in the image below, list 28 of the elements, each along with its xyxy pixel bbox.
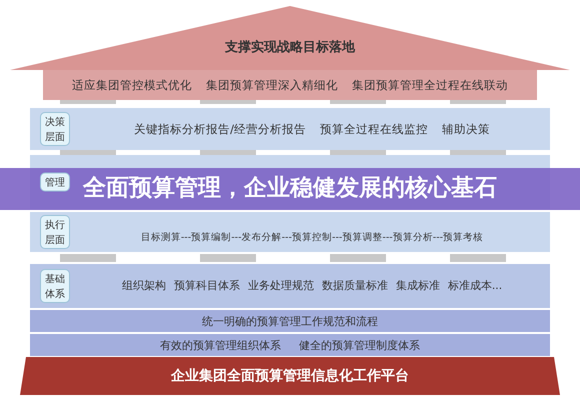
level-tag: 决策层面 [40, 112, 70, 146]
roof-title: 支撑实现战略目标落地 [225, 38, 355, 56]
foundation-item: 集成标准 [396, 279, 440, 293]
goal-text: 适应集团管控模式优化 [72, 78, 192, 92]
level-tag: 基础体系 [40, 269, 70, 303]
decision-item: 关键指标分析报告/经营分析报告 [134, 122, 306, 136]
foundation-item: 标准成本... [448, 279, 502, 293]
level-tag: 管理 [40, 172, 70, 192]
foundation-item: 业务处理规范 [248, 279, 314, 293]
goal-text: 集团预算管理深入精细化 [206, 78, 338, 92]
level-tag: 执行层面 [40, 215, 70, 249]
foundation-item: 数据质量标准 [322, 279, 388, 293]
layer-band [43, 70, 537, 100]
layer-band [30, 108, 550, 150]
foundation-item: 预算科目体系 [174, 279, 240, 293]
execution-flow-text: 目标测算---预算编制---发布分解---预算控制---预算调整---预算分析---预算考核 [140, 231, 484, 244]
decision-item: 预算全过程在线监控 [320, 122, 428, 136]
band-text: 有效的预算管理组织体系 [160, 338, 281, 352]
goal-text: 集团预算管理全过程在线联动 [352, 78, 508, 92]
band-text: 统一明确的预算管理工作规范和流程 [202, 314, 378, 328]
foundation-item: 组织架构 [122, 279, 166, 293]
platform-title: 企业集团全面预算管理信息化工作平台 [171, 367, 409, 385]
layer-band [30, 310, 550, 332]
decision-item: 辅助决策 [442, 122, 490, 136]
band-text: 健全的预算管理制度体系 [299, 338, 420, 352]
layer-band [30, 264, 550, 308]
layer-band [30, 212, 550, 252]
layer-band [30, 334, 550, 356]
